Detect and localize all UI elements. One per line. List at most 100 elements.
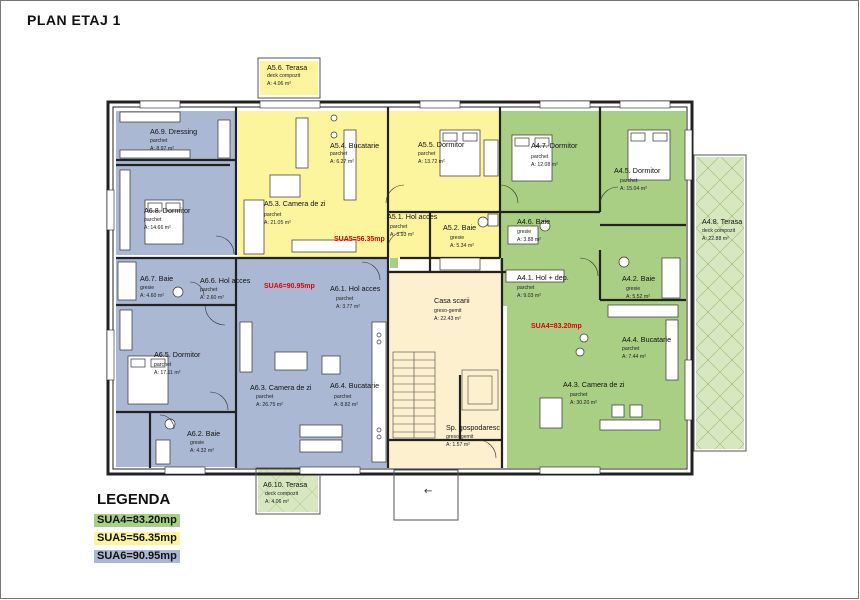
svg-text:A4.4. Bucatarie: A4.4. Bucatarie xyxy=(622,335,671,344)
room-label-a61: A6.1. Hol acces parchet A: 3.77 m² xyxy=(330,284,381,310)
room-label-a55: A5.5. Dormitor parchet A: 13.72 m² xyxy=(418,140,465,165)
svg-text:A5.1. Hol acces: A5.1. Hol acces xyxy=(387,212,438,221)
svg-text:parchet: parchet xyxy=(256,394,274,400)
svg-text:A: 17.11 m²: A: 17.11 m² xyxy=(154,370,181,376)
room-label-a67: A6.7. Baie gresie A: 4.60 m² xyxy=(140,274,173,299)
room-label-a42: A4.2. Baie gresie A: 5.52 m² xyxy=(622,274,655,300)
svg-text:A4.6. Baie: A4.6. Baie xyxy=(517,217,550,226)
svg-text:A: 4.06 m²: A: 4.06 m² xyxy=(267,81,291,87)
svg-text:A4.3. Camera de zi: A4.3. Camera de zi xyxy=(563,380,625,389)
svg-text:A: 3.88 m²: A: 3.88 m² xyxy=(517,237,541,243)
room-label-a65: A6.5. Dormitor parchet A: 17.11 m² xyxy=(154,350,201,376)
svg-text:gresie: gresie xyxy=(626,286,640,292)
svg-text:A5.6. Terasa: A5.6. Terasa xyxy=(267,63,307,72)
svg-text:A6.6. Hol acces: A6.6. Hol acces xyxy=(200,276,251,285)
legend-item-sua4: SUA4=83.20mp xyxy=(94,514,180,527)
svg-text:A: 3.93 m²: A: 3.93 m² xyxy=(390,232,414,238)
svg-text:Sp. gospodaresc: Sp. gospodaresc xyxy=(446,423,500,432)
svg-text:A: 14.66 m²: A: 14.66 m² xyxy=(144,225,171,231)
svg-text:A: 22.43 m²: A: 22.43 m² xyxy=(434,316,461,322)
svg-text:A: 9.03 m²: A: 9.03 m² xyxy=(517,293,541,299)
room-label-a41: A4.1. Hol + dep. parchet A: 9.03 m² xyxy=(517,273,569,299)
staircase xyxy=(392,351,499,439)
svg-text:A6.3. Camera de zi: A6.3. Camera de zi xyxy=(250,383,312,392)
door-swings xyxy=(159,184,619,459)
svg-text:gresie: gresie xyxy=(517,229,531,235)
svg-text:parchet: parchet xyxy=(620,178,638,184)
svg-text:A: 22.88 m²: A: 22.88 m² xyxy=(702,236,729,242)
legend-title: LEGENDA xyxy=(97,491,171,508)
terrace-a56 xyxy=(260,61,318,95)
room-label-a610: A6.10. Terasa deck compozit A: 4.06 m² xyxy=(263,480,307,505)
svg-text:parchet: parchet xyxy=(531,154,549,160)
svg-text:deck compozit: deck compozit xyxy=(267,73,301,79)
svg-text:Casa scarii: Casa scarii xyxy=(434,296,470,305)
svg-text:A: 3.77 m²: A: 3.77 m² xyxy=(336,304,360,310)
interior-walls xyxy=(116,107,686,468)
room-label-a52: A5.2. Baie gresie A: 5.34 m² xyxy=(443,223,476,249)
svg-text:A4.5. Dormitor: A4.5. Dormitor xyxy=(614,166,661,175)
room-label-a54: A5.4. Bucatarie parchet A: 6.27 m² xyxy=(330,141,379,165)
svg-text:A6.10. Terasa: A6.10. Terasa xyxy=(263,480,307,489)
svg-text:deck compozit: deck compozit xyxy=(702,228,736,234)
svg-text:parchet: parchet xyxy=(517,285,535,291)
room-label-a51: A5.1. Hol acces parchet A: 3.93 m² xyxy=(387,212,438,238)
svg-text:A: 15.04 m²: A: 15.04 m² xyxy=(620,186,647,192)
terrace-railings xyxy=(255,57,747,521)
svg-text:parchet: parchet xyxy=(570,392,588,398)
room-label-casa-scarii: Casa scarii greso-gemit A: 22.43 m² xyxy=(434,296,470,322)
svg-text:A: 4.60 m²: A: 4.60 m² xyxy=(140,293,164,299)
svg-text:A: 5.34 m²: A: 5.34 m² xyxy=(450,243,474,249)
svg-text:A4.2. Baie: A4.2. Baie xyxy=(622,274,655,283)
svg-text:parchet: parchet xyxy=(334,394,352,400)
svg-text:A4.8. Terasa: A4.8. Terasa xyxy=(702,217,742,226)
svg-text:A: 12.08 m²: A: 12.08 m² xyxy=(531,162,558,168)
svg-text:gresie: gresie xyxy=(140,285,154,291)
svg-text:A6.1. Hol acces: A6.1. Hol acces xyxy=(330,284,381,293)
svg-text:A5.4. Bucatarie: A5.4. Bucatarie xyxy=(330,141,379,150)
svg-text:A: 4.06 m²: A: 4.06 m² xyxy=(265,499,289,505)
stair-core xyxy=(388,270,502,468)
svg-text:A5.3. Camera de zi: A5.3. Camera de zi xyxy=(264,199,326,208)
room-label-a44: A4.4. Bucatarie parchet A: 7.44 m² xyxy=(622,335,671,360)
room-label-a69: A6.9. Dressing parchet A: 8.97 m² xyxy=(150,127,197,152)
legend-item-sua6: SUA6=90.95mp xyxy=(94,550,180,563)
svg-text:parchet: parchet xyxy=(418,151,436,157)
svg-text:A6.4. Bucatarie: A6.4. Bucatarie xyxy=(330,381,379,390)
svg-text:parchet: parchet xyxy=(154,362,172,368)
svg-text:A4.1. Hol + dep.: A4.1. Hol + dep. xyxy=(517,273,569,282)
apartment-4-area xyxy=(390,111,686,468)
room-label-a63: A6.3. Camera de zi parchet A: 26.75 m² xyxy=(250,383,312,408)
room-label-a47: A4.7. Dormitor parchet A: 12.08 m² xyxy=(531,141,578,168)
room-label-a62: A6.2. Baie gresie A: 4.32 m² xyxy=(187,429,220,454)
svg-text:parchet: parchet xyxy=(336,296,354,302)
svg-text:A5.2. Baie: A5.2. Baie xyxy=(443,223,476,232)
legend-item-sua5: SUA5=56.35mp xyxy=(94,532,180,545)
svg-text:A: 8.82 m²: A: 8.82 m² xyxy=(334,402,358,408)
room-label-a48: A4.8. Terasa deck compozit A: 22.88 m² xyxy=(702,217,742,242)
sua5-label: SUA5=56.35mp xyxy=(334,236,385,243)
svg-text:A: 26.75 m²: A: 26.75 m² xyxy=(256,402,283,408)
svg-text:parchet: parchet xyxy=(390,224,408,230)
windows xyxy=(106,100,693,475)
svg-text:A: 1.57 m²: A: 1.57 m² xyxy=(446,442,470,448)
terrace-hatch xyxy=(696,157,744,449)
svg-text:gresie: gresie xyxy=(450,235,464,241)
svg-text:greso-gemit: greso-gemit xyxy=(434,308,462,314)
svg-text:A: 6.27 m²: A: 6.27 m² xyxy=(330,159,354,165)
svg-text:A6.8. Dormitor: A6.8. Dormitor xyxy=(144,206,191,215)
room-label-a66: A6.6. Hol acces parchet A: 2.60 m² xyxy=(200,276,251,301)
svg-text:A: 8.97 m²: A: 8.97 m² xyxy=(150,146,174,152)
svg-text:parchet: parchet xyxy=(264,212,282,218)
svg-text:parchet: parchet xyxy=(144,217,162,223)
room-label-a68: A6.8. Dormitor parchet A: 14.66 m² xyxy=(144,206,191,231)
svg-text:A5.5. Dormitor: A5.5. Dormitor xyxy=(418,140,465,149)
svg-text:A: 21.05 m²: A: 21.05 m² xyxy=(264,220,291,226)
svg-text:A6.5. Dormitor: A6.5. Dormitor xyxy=(154,350,201,359)
room-label-a64: A6.4. Bucatarie parchet A: 8.82 m² xyxy=(330,381,379,408)
sua4-label: SUA4=83.20mp xyxy=(531,323,582,330)
svg-text:A6.7. Baie: A6.7. Baie xyxy=(140,274,173,283)
room-label-a53: A5.3. Camera de zi parchet A: 21.05 m² xyxy=(264,199,326,226)
exterior-walls xyxy=(106,100,694,476)
